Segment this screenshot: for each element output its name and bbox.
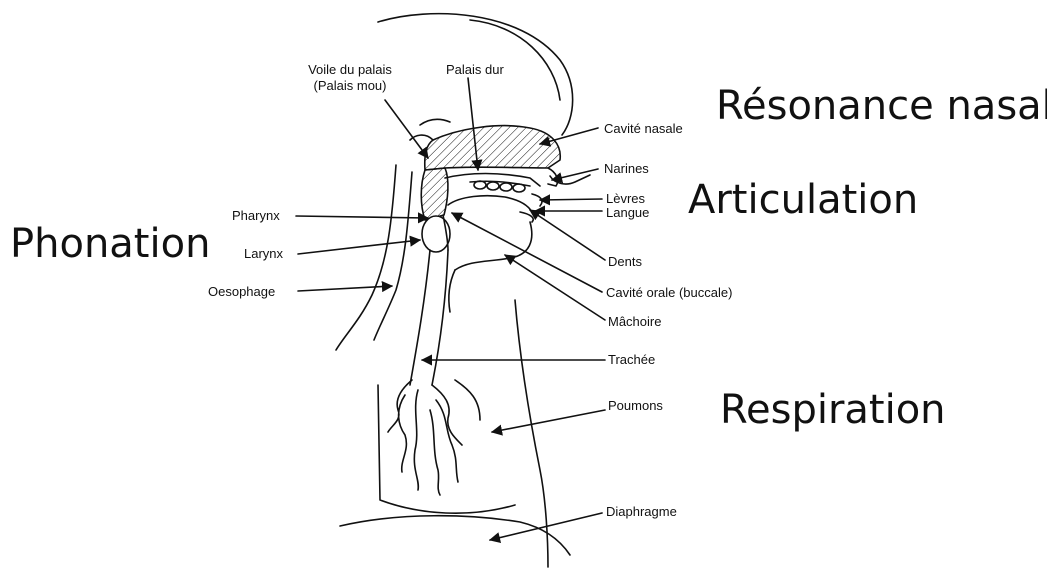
section-phonation: Phonation xyxy=(10,222,210,266)
skull-base xyxy=(420,119,450,125)
label-larynx: Larynx xyxy=(244,246,283,262)
label-cavite-nasale: Cavité nasale xyxy=(604,121,683,137)
lip-lower xyxy=(520,212,533,222)
section-articulation: Articulation xyxy=(688,178,918,222)
palate-line xyxy=(445,174,540,187)
chest-outline xyxy=(378,385,515,513)
label-pharynx: Pharynx xyxy=(232,208,280,224)
chest-front xyxy=(455,380,480,420)
label-palais-dur: Palais dur xyxy=(446,62,504,78)
voile-line1: Voile du palais xyxy=(290,62,410,78)
pharynx-shape xyxy=(421,168,448,220)
nasal-cavity-shape xyxy=(425,126,560,170)
bronchi-right xyxy=(430,385,462,495)
label-voile-du-palais: Voile du palais (Palais mou) xyxy=(290,62,410,94)
neck-back-outer xyxy=(336,165,396,350)
forehead-line xyxy=(470,20,560,100)
jaw-line xyxy=(455,222,532,270)
label-langue: Langue xyxy=(606,205,649,221)
label-oesophage: Oesophage xyxy=(208,284,275,300)
voile-line2: (Palais mou) xyxy=(290,78,410,94)
tongue-shape xyxy=(448,196,532,212)
throat-front xyxy=(449,270,455,312)
label-narines: Narines xyxy=(604,161,649,177)
label-poumons: Poumons xyxy=(608,398,663,414)
label-dents: Dents xyxy=(608,254,642,270)
trachea-left xyxy=(410,250,430,385)
section-resonance-nasale: Résonance nasale xyxy=(716,84,1047,128)
label-cavite-orale: Cavité orale (buccale) xyxy=(606,285,732,301)
label-diaphragme: Diaphragme xyxy=(606,504,677,520)
section-respiration: Respiration xyxy=(720,388,946,432)
label-trachee: Trachée xyxy=(608,352,655,368)
diaphragm-line xyxy=(340,516,570,555)
bronchi-left xyxy=(388,380,418,490)
label-machoire: Mâchoire xyxy=(608,314,661,330)
nose-shape xyxy=(548,168,558,186)
trachea-right xyxy=(432,250,448,385)
